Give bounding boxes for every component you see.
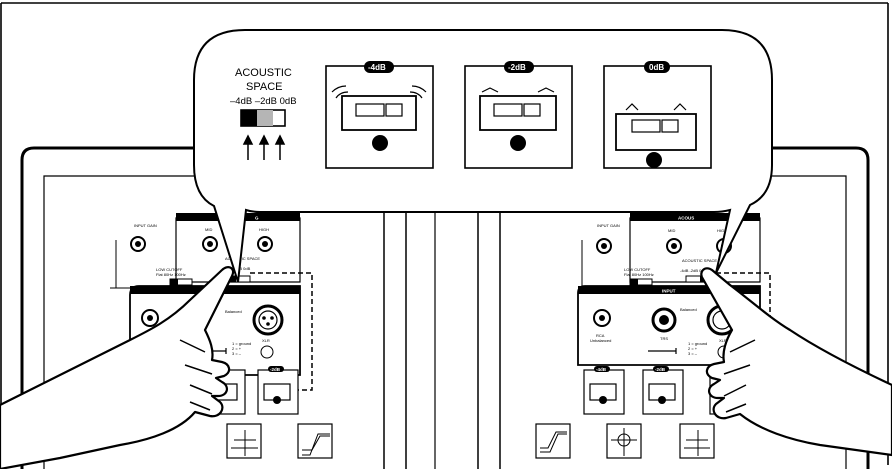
left-xlr-jack[interactable] (252, 304, 284, 336)
left-low-cutoff-label: LOW CUTOFF (156, 267, 183, 272)
right-graph-icon-1 (535, 423, 571, 459)
right-unbalanced-label: Unbalanced (590, 338, 611, 343)
panel-minus2-label: -2dB (508, 63, 526, 72)
right-mid-label: MID (668, 228, 675, 233)
svg-text:1 = ground: 1 = ground (688, 341, 707, 346)
right-speaker-cabinet (706, 146, 870, 469)
right-trs-jack[interactable] (651, 307, 677, 333)
left-mini-panel-minus2: -2dB (257, 366, 299, 415)
left-graph-icon-2 (297, 423, 333, 459)
right-low-cutoff-options: Flat 80Hz 100Hz (624, 272, 654, 277)
panel-0db-label: 0dB (649, 63, 664, 72)
right-rca-jack[interactable] (593, 309, 611, 327)
left-high-knob[interactable] (257, 236, 273, 252)
left-mid-knob[interactable] (202, 236, 218, 252)
right-xlr-label: XLR (719, 338, 727, 343)
right-mini-panel-minus4: -4dB (583, 366, 625, 415)
right-trs-plug (648, 348, 677, 354)
svg-text:-2dB: -2dB (270, 367, 281, 372)
right-eq-header-bar (630, 213, 760, 221)
left-rca-jack[interactable] (141, 309, 159, 327)
left-low-cutoff-options: Flat 80Hz 100Hz (156, 272, 186, 277)
left-input-gain-label: INPUT GAIN (134, 223, 157, 228)
right-input-gain-label: INPUT GAIN (597, 223, 620, 228)
left-xlr-label: XLR (262, 338, 270, 343)
right-input-gain-knob[interactable] (596, 238, 612, 254)
left-xlr-pinout: XLR (260, 338, 274, 359)
svg-text:-4dB: -4dB (596, 367, 607, 372)
left-eq-header-fragment: G (255, 216, 259, 221)
callout-bubble: ACOUSTIC SPACE –4dB –2dB 0dB -4dB (193, 29, 773, 283)
right-mid-knob[interactable] (666, 238, 682, 254)
left-graph-icon-1 (226, 423, 262, 459)
right-balanced-label: Balanced (680, 307, 697, 312)
callout-switch-options: –4dB –2dB 0dB (230, 96, 297, 107)
svg-text:1 = ground: 1 = ground (232, 341, 251, 346)
svg-text:2 = +: 2 = + (688, 346, 698, 351)
panel-minus2: -2dB (464, 61, 573, 169)
right-hand (700, 267, 892, 457)
left-high-label: HIGH (259, 227, 269, 232)
left-speaker-inner-edge (43, 175, 196, 469)
callout-up-arrows (242, 134, 286, 160)
left-pin-legend: 1 = ground 2 = + 3 = – (232, 341, 251, 356)
svg-text:3 = –: 3 = – (232, 351, 242, 356)
right-input-header-bar (578, 286, 760, 294)
right-graph-icon-2 (606, 423, 642, 459)
right-rca-label: RCA (596, 333, 605, 338)
left-speaker-cabinet (20, 146, 196, 469)
right-mini-panel-minus2: -2dB (642, 366, 684, 415)
left-dashed-link (250, 272, 313, 391)
right-pin-legend: 1 = ground 2 = + 3 = – (688, 341, 707, 356)
left-mid-label: MID (205, 227, 212, 232)
right-input-header: INPUT (662, 289, 676, 294)
svg-text:3 = –: 3 = – (688, 351, 698, 356)
right-low-cutoff-label: LOW CUTOFF (624, 267, 651, 272)
right-low-cutoff-switch[interactable] (629, 278, 653, 286)
right-graph-icon-3 (679, 423, 715, 459)
left-balanced-label: Balanced (225, 309, 242, 314)
panel-minus4: -4dB (325, 61, 434, 169)
callout-switch-title-1: ACOUSTIC (235, 67, 292, 79)
left-control-panel: G INPUT GAIN MID HIGH LOW CUTOFF Fl (110, 213, 313, 391)
svg-text:2 = +: 2 = + (232, 346, 242, 351)
left-acoustic-space-label: ACOUSTIC SPACE (225, 256, 260, 261)
right-eq-header: ACOUS (678, 216, 694, 221)
panel-0db: 0dB (603, 61, 712, 169)
left-hand (0, 266, 235, 469)
right-high-label: HIGH (717, 228, 727, 233)
svg-text:-2dB: -2dB (655, 367, 666, 372)
callout-acoustic-switch[interactable] (240, 109, 286, 127)
callout-switch-title-2: SPACE (246, 81, 282, 93)
panel-minus4-label: -4dB (368, 63, 386, 72)
right-trs-label: TRS (660, 336, 668, 341)
left-low-cutoff-switch[interactable] (169, 278, 193, 286)
left-speaker: G INPUT GAIN MID HIGH LOW CUTOFF Fl (20, 146, 407, 469)
right-acoustic-space-options: -4dB -2dB 0dB (680, 268, 707, 273)
left-input-gain-knob[interactable] (130, 236, 146, 252)
right-acoustic-space-label: ACOUSTIC SPACE (682, 258, 717, 263)
